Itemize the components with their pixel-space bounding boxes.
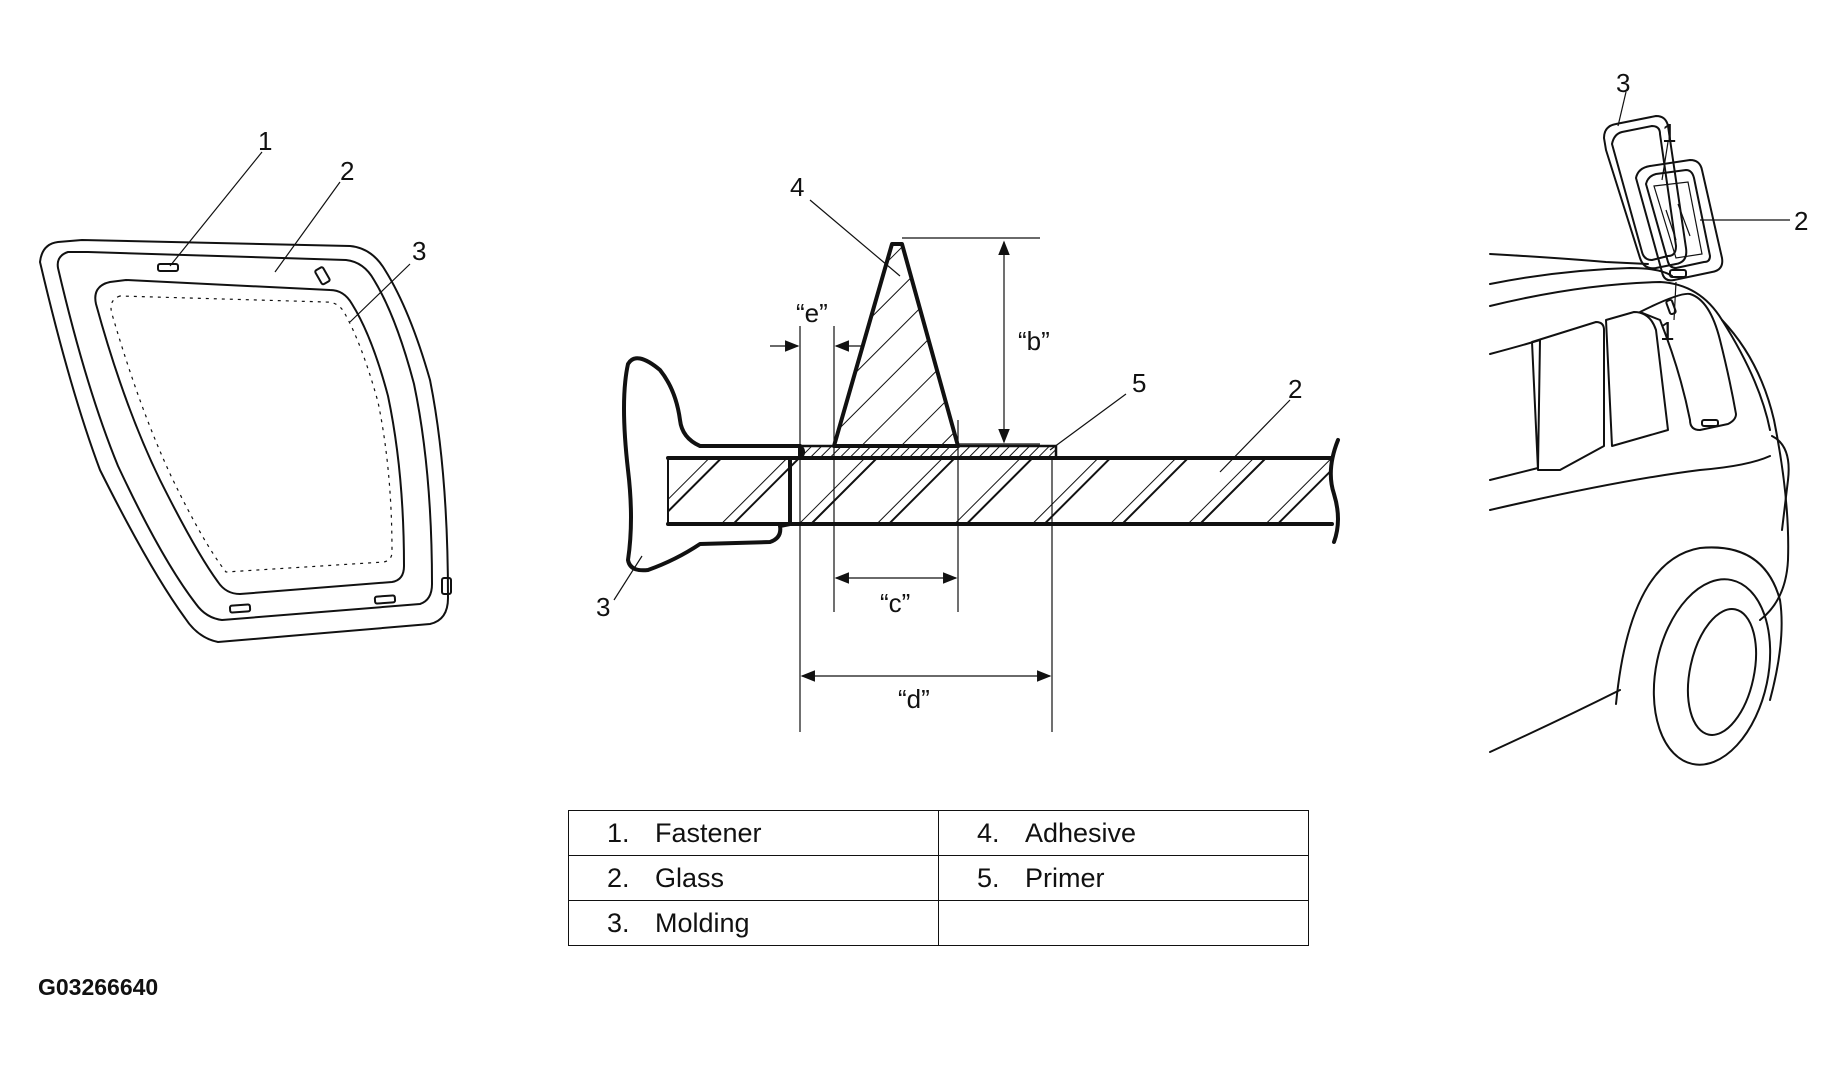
- fastener-top: [157, 263, 179, 272]
- window-dotted-inner: [110, 295, 393, 573]
- legend-cell: 2. Glass: [568, 855, 939, 901]
- fastener-side-top: [314, 266, 331, 286]
- callout-left-1: 1: [258, 126, 272, 156]
- legend-label: Adhesive: [1025, 817, 1137, 848]
- glass-section-hatch: [668, 458, 1330, 524]
- fastener-side-bottom: [441, 577, 452, 595]
- legend-cell-empty: [938, 900, 1309, 946]
- leader-line-5: [1049, 393, 1127, 451]
- exploded-molding: [1603, 115, 1688, 270]
- leader-line-2-center: [1219, 399, 1291, 473]
- callout-center-5: 5: [1132, 368, 1146, 398]
- callout-right-2: 2: [1794, 206, 1808, 236]
- legend-label: Molding: [655, 907, 750, 938]
- opening-fastener-a: [1701, 419, 1719, 427]
- window-outer-outline: [39, 239, 449, 643]
- door-window-rear: [1605, 311, 1669, 447]
- leader-line-1: [169, 151, 263, 267]
- rear-wheel-hub: [1686, 608, 1758, 736]
- quarter-window-view: 1 2 3: [39, 126, 452, 643]
- cross-section-view: “e” “b” “c” “d” 4 5 2 3: [596, 172, 1340, 732]
- legend-row: 1. Fastener 4. Adhesive: [568, 810, 1309, 856]
- glass-break-line: [1328, 438, 1340, 544]
- callout-right-3: 3: [1616, 68, 1630, 98]
- callout-right-1-top: 1: [1662, 118, 1676, 148]
- rear-wheel-arch: [1615, 546, 1783, 705]
- legend-label: Primer: [1025, 862, 1105, 893]
- leader-right-1-bottom: [1673, 281, 1677, 321]
- legend-label: Fastener: [655, 817, 762, 848]
- exploded-glass-inner: [1645, 169, 1711, 269]
- fastener-bottom-left: [228, 603, 252, 614]
- callout-left-2: 2: [340, 156, 354, 186]
- leader-line-2: [274, 181, 341, 273]
- legend-table: 1. Fastener 4. Adhesive 2. Glass 5. Primer 3…: [568, 810, 1309, 946]
- dim-label-d: “d”: [898, 684, 930, 714]
- legend-cell: 1. Fastener: [568, 810, 939, 856]
- leader-right-1-top: [1661, 141, 1669, 181]
- dim-label-b: “b”: [1018, 326, 1050, 356]
- window-molding-inner: [56, 251, 433, 621]
- door-window-middle: [1531, 321, 1605, 471]
- leader-line-3: [349, 263, 411, 323]
- dim-label-c: “c”: [880, 588, 910, 618]
- legend-row: 2. Glass 5. Primer: [568, 855, 1309, 901]
- window-glass-edge: [94, 279, 405, 595]
- callout-center-2: 2: [1288, 374, 1302, 404]
- legend-cell: 5. Primer: [938, 855, 1309, 901]
- vehicle-location-view: 3 1 2 1: [1489, 68, 1808, 766]
- callout-right-1-bottom: 1: [1660, 316, 1674, 346]
- exploded-fastener: [1669, 269, 1687, 278]
- leader-line-3-center: [613, 555, 643, 601]
- leader-right-3: [1617, 91, 1627, 127]
- legend-row: 3. Molding: [568, 900, 1309, 946]
- leader-line-4: [809, 199, 901, 277]
- exploded-glass-glare: [1665, 203, 1691, 241]
- legend-number: 2.: [607, 862, 630, 893]
- dim-label-e: “e”: [796, 298, 828, 328]
- exploded-glass: [1635, 159, 1724, 282]
- callout-center-3: 3: [596, 592, 610, 622]
- legend-number: 1.: [607, 817, 630, 848]
- molding-section: [622, 356, 802, 573]
- callout-left-3: 3: [412, 236, 426, 266]
- legend-number: 5.: [977, 862, 1000, 893]
- quarter-window-opening: [1639, 292, 1737, 431]
- figure-id: G03266640: [38, 974, 159, 1000]
- legend-number: 4.: [977, 817, 1000, 848]
- legend-label: Glass: [655, 862, 725, 893]
- opening-fastener-b: [1665, 298, 1677, 316]
- vehicle-roof-line-2: [1489, 267, 1673, 285]
- legend-cell: 4. Adhesive: [938, 810, 1309, 856]
- legend-number: 3.: [607, 907, 630, 938]
- vehicle-rear-profile: [1721, 319, 1790, 621]
- exploded-molding-inner: [1611, 125, 1677, 261]
- vehicle-lower-body: [1489, 455, 1771, 511]
- exploded-glass-pane: [1653, 181, 1703, 259]
- vehicle-roof-line: [1489, 253, 1649, 265]
- vehicle-rear-bumper: [1771, 435, 1790, 531]
- legend-cell: 3. Molding: [568, 900, 939, 946]
- rear-wheel: [1652, 578, 1772, 766]
- vehicle-body-top: [1489, 281, 1771, 431]
- callout-center-4: 4: [790, 172, 804, 202]
- fastener-bottom-right: [373, 594, 397, 605]
- adhesive-bead: [832, 242, 960, 448]
- vehicle-bottom-line: [1489, 689, 1621, 753]
